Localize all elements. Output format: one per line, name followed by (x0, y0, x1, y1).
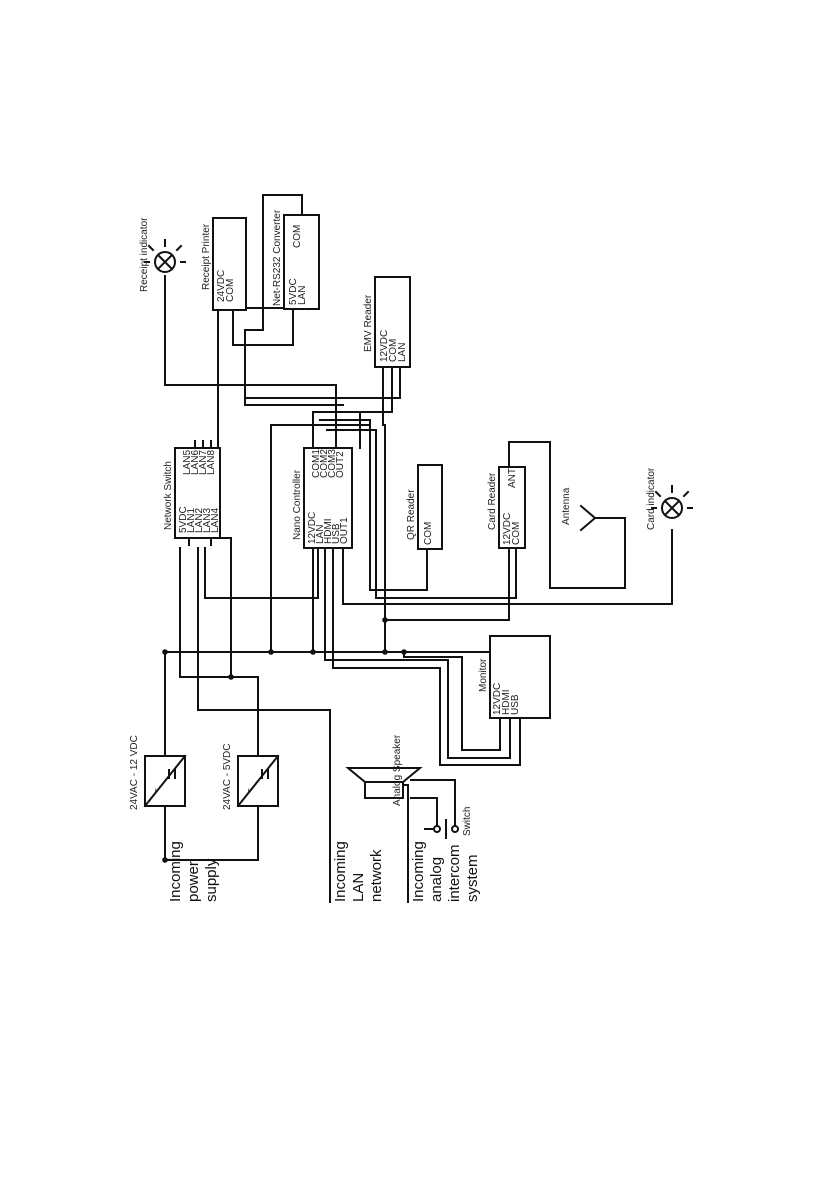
nano-12vdc: 12VDC (307, 512, 318, 544)
card-reader-12vdc: 12VDC (502, 513, 513, 545)
monitor: Monitor 12VDC HDMI USB (478, 635, 551, 719)
receipt-printer-com: COM (225, 279, 236, 302)
analog-speaker: Analog Speaker (345, 734, 423, 806)
nano-com1: COM1 (311, 449, 322, 478)
psu2-tilde: ~ (244, 788, 255, 794)
network-switch: Network Switch 5VDC LAN1 LAN2 LAN3 LAN4 … (163, 440, 221, 546)
svg-text:supply: supply (203, 858, 220, 902)
wires (164, 194, 673, 903)
svg-text:Incoming: Incoming (332, 841, 349, 902)
svg-text:system: system (464, 854, 481, 902)
nano-controller: Nano Controller 12VDC LAN HDMI USB OUT1 … (292, 447, 353, 549)
switch-lan4: LAN4 (210, 508, 221, 533)
psu-24vac-12vdc: ~ 24VAC - 12 VDC (129, 735, 187, 810)
nano-com3: COM3 (327, 449, 338, 478)
emv-reader-lan: LAN (397, 343, 408, 362)
switch-lan1: LAN1 (186, 508, 197, 533)
psu2-label: 24VAC - 5VDC (222, 743, 233, 810)
switch-lan8: LAN8 (206, 450, 217, 475)
svg-text:network: network (368, 849, 385, 902)
qr-reader-com: COM (423, 522, 434, 545)
incoming-power-label: Incoming power supply (167, 841, 220, 902)
incoming-lan-label: Incoming LAN network (332, 841, 385, 902)
svg-text:LAN: LAN (350, 873, 367, 902)
psu1-label: 24VAC - 12 VDC (129, 735, 140, 810)
switch-lan6: LAN6 (190, 450, 201, 475)
analog-speaker-label: Analog Speaker (392, 734, 403, 806)
svg-text:analog: analog (428, 857, 445, 902)
switch-5vdc: 5VDC (178, 506, 189, 533)
svg-text:intercom: intercom (446, 844, 463, 902)
emv-reader: EMV Reader 12VDC COM LAN (363, 276, 411, 368)
switch-lan2: LAN2 (194, 508, 205, 533)
switch-label: Switch (462, 807, 473, 836)
converter-5vdc: 5VDC (288, 278, 299, 305)
receipt-indicator-label: Receipt indicator (139, 217, 150, 292)
monitor-12vdc: 12VDC (492, 683, 503, 715)
monitor-title: Monitor (478, 658, 489, 692)
converter-lan: LAN (297, 286, 308, 305)
emv-reader-com: COM (388, 339, 399, 362)
card-reader-title: Card Reader (487, 472, 498, 530)
nano-usb: USB (331, 523, 342, 544)
card-reader-ant: ANT (507, 468, 518, 488)
push-switch: Switch (424, 807, 473, 839)
network-switch-title: Network Switch (163, 461, 174, 530)
svg-text:power: power (185, 861, 202, 902)
junctions (162, 617, 407, 863)
nano-lan: LAN (315, 525, 326, 544)
card-indicator-label: Card indicator (646, 467, 657, 530)
nano-out2: OUT2 (335, 451, 346, 478)
net-rs232-converter: Net-RS232 Converter 5VDC LAN COM (272, 209, 320, 310)
switch-lan5: LAN5 (182, 450, 193, 475)
card-reader: Card Reader 12VDC COM ANT (487, 466, 526, 549)
monitor-usb: USB (510, 694, 521, 715)
nano-com2: COM2 (319, 449, 330, 478)
psu1-tilde: ~ (151, 788, 162, 794)
emv-reader-title: EMV Reader (363, 294, 374, 352)
switch-lan3: LAN3 (202, 508, 213, 533)
nano-controller-title: Nano Controller (292, 469, 303, 540)
nano-hdmi: HDMI (323, 518, 334, 544)
receipt-printer-title: Receipt Printer (201, 223, 212, 290)
switch-lan7: LAN7 (198, 450, 209, 475)
converter-title: Net-RS232 Converter (272, 209, 283, 306)
svg-text:Incoming: Incoming (410, 841, 427, 902)
emv-reader-12vdc: 12VDC (379, 330, 390, 362)
antenna: Antenna (561, 487, 606, 532)
receipt-printer: Receipt Printer 24VDC COM (201, 217, 247, 311)
card-indicator: Card indicator (646, 467, 693, 530)
antenna-label: Antenna (561, 487, 572, 525)
converter-com: COM (292, 225, 303, 248)
monitor-hdmi: HDMI (501, 689, 512, 715)
nano-out1: OUT1 (339, 517, 350, 544)
incoming-intercom-label: Incoming analog intercom system (410, 841, 481, 902)
qr-reader-title: QR Reader (406, 489, 417, 540)
psu-24vac-5vdc: ~ 24VAC - 5VDC (222, 743, 280, 810)
qr-reader: QR Reader COM (406, 464, 443, 550)
card-reader-com: COM (511, 522, 522, 545)
receipt-indicator: Receipt indicator (139, 217, 186, 292)
receipt-printer-24vdc: 24VDC (216, 270, 227, 302)
svg-text:Incoming: Incoming (167, 841, 184, 902)
